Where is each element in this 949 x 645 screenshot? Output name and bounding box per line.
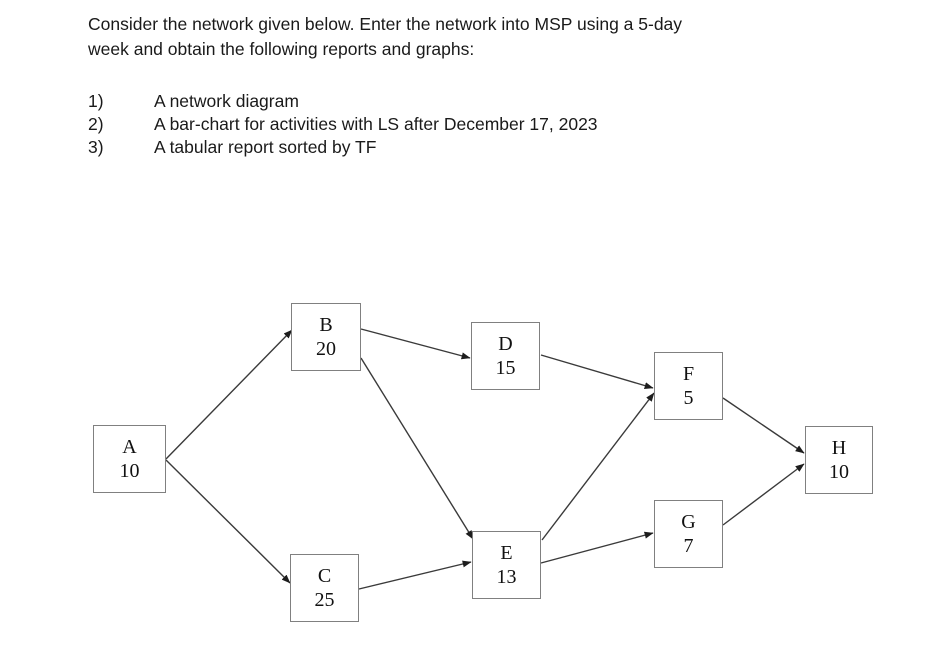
task-item: 1) A network diagram (88, 90, 888, 113)
task-number: 1) (88, 91, 104, 111)
node-label: E (500, 542, 513, 564)
node-label: G (681, 511, 696, 533)
node-duration: 5 (683, 387, 694, 409)
task-text: A bar-chart for activities with LS after… (154, 114, 598, 134)
edge-b-to-d (360, 328, 471, 360)
node-label: F (682, 363, 695, 385)
task-text: A network diagram (154, 91, 299, 111)
task-list: 1) A network diagram 2) A bar-chart for act… (88, 90, 888, 159)
edge-b-to-e (360, 357, 474, 540)
node-duration: 15 (495, 357, 516, 379)
edge-g-to-h (722, 463, 805, 526)
node-duration: 25 (314, 589, 335, 611)
prompt-paragraph: Consider the network given below. Enter … (88, 12, 888, 62)
node-label: C (317, 565, 332, 587)
task-number: 3) (88, 137, 104, 157)
node-label: B (319, 314, 333, 336)
edge-a-to-c (165, 459, 291, 584)
edge-d-to-f (540, 354, 654, 389)
node-label: D (498, 333, 513, 355)
edge-c-to-e (358, 560, 472, 590)
task-text: A tabular report sorted by TF (154, 137, 377, 157)
edge-a-to-b (165, 329, 293, 460)
node-label: A (122, 436, 137, 458)
task-item: 2) A bar-chart for activities with LS aft… (88, 113, 888, 136)
node-duration: 7 (683, 535, 694, 557)
prompt-line-2: week and obtain the following reports an… (88, 39, 475, 59)
task-number: 2) (88, 114, 104, 134)
edge-f-to-h (722, 397, 805, 454)
prompt-line-1: Consider the network given below. Enter … (88, 14, 683, 34)
edge-e-to-g (540, 531, 654, 564)
node-duration: 10 (119, 460, 140, 482)
node-duration: 13 (496, 566, 517, 588)
node-duration: 10 (829, 461, 849, 483)
node-label: H (831, 437, 847, 459)
node-duration: 20 (316, 338, 336, 360)
task-item: 3) A tabular report sorted by TF (88, 136, 888, 159)
edge-e-to-f (541, 392, 655, 541)
